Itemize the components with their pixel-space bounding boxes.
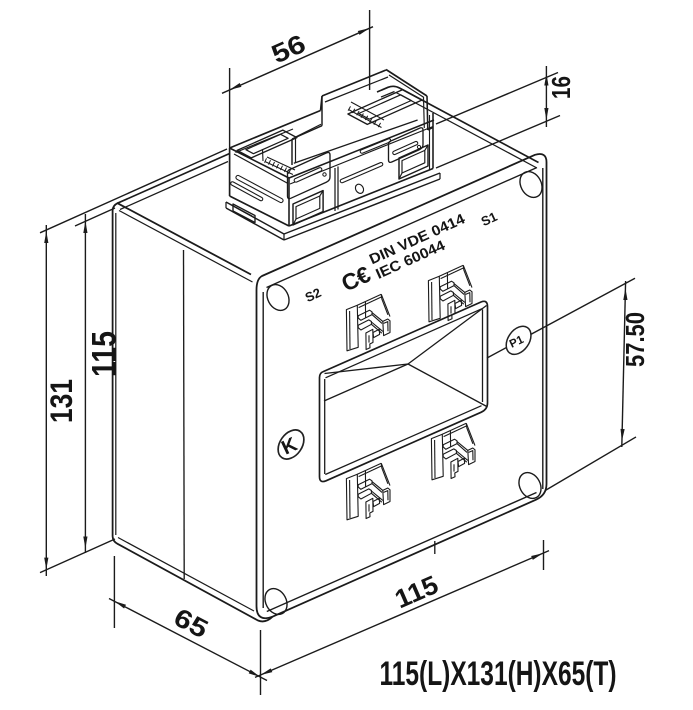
svg-text:131: 131 [43,379,79,423]
svg-text:S2: S2 [303,285,324,305]
svg-text:S1: S1 [479,209,500,229]
svg-text:16: 16 [546,76,576,99]
svg-text:57.50: 57.50 [620,312,650,367]
svg-text:115(L)X131(H)X65(T): 115(L)X131(H)X65(T) [380,655,617,693]
svg-text:P1: P1 [508,334,526,351]
svg-text:115: 115 [86,331,124,377]
